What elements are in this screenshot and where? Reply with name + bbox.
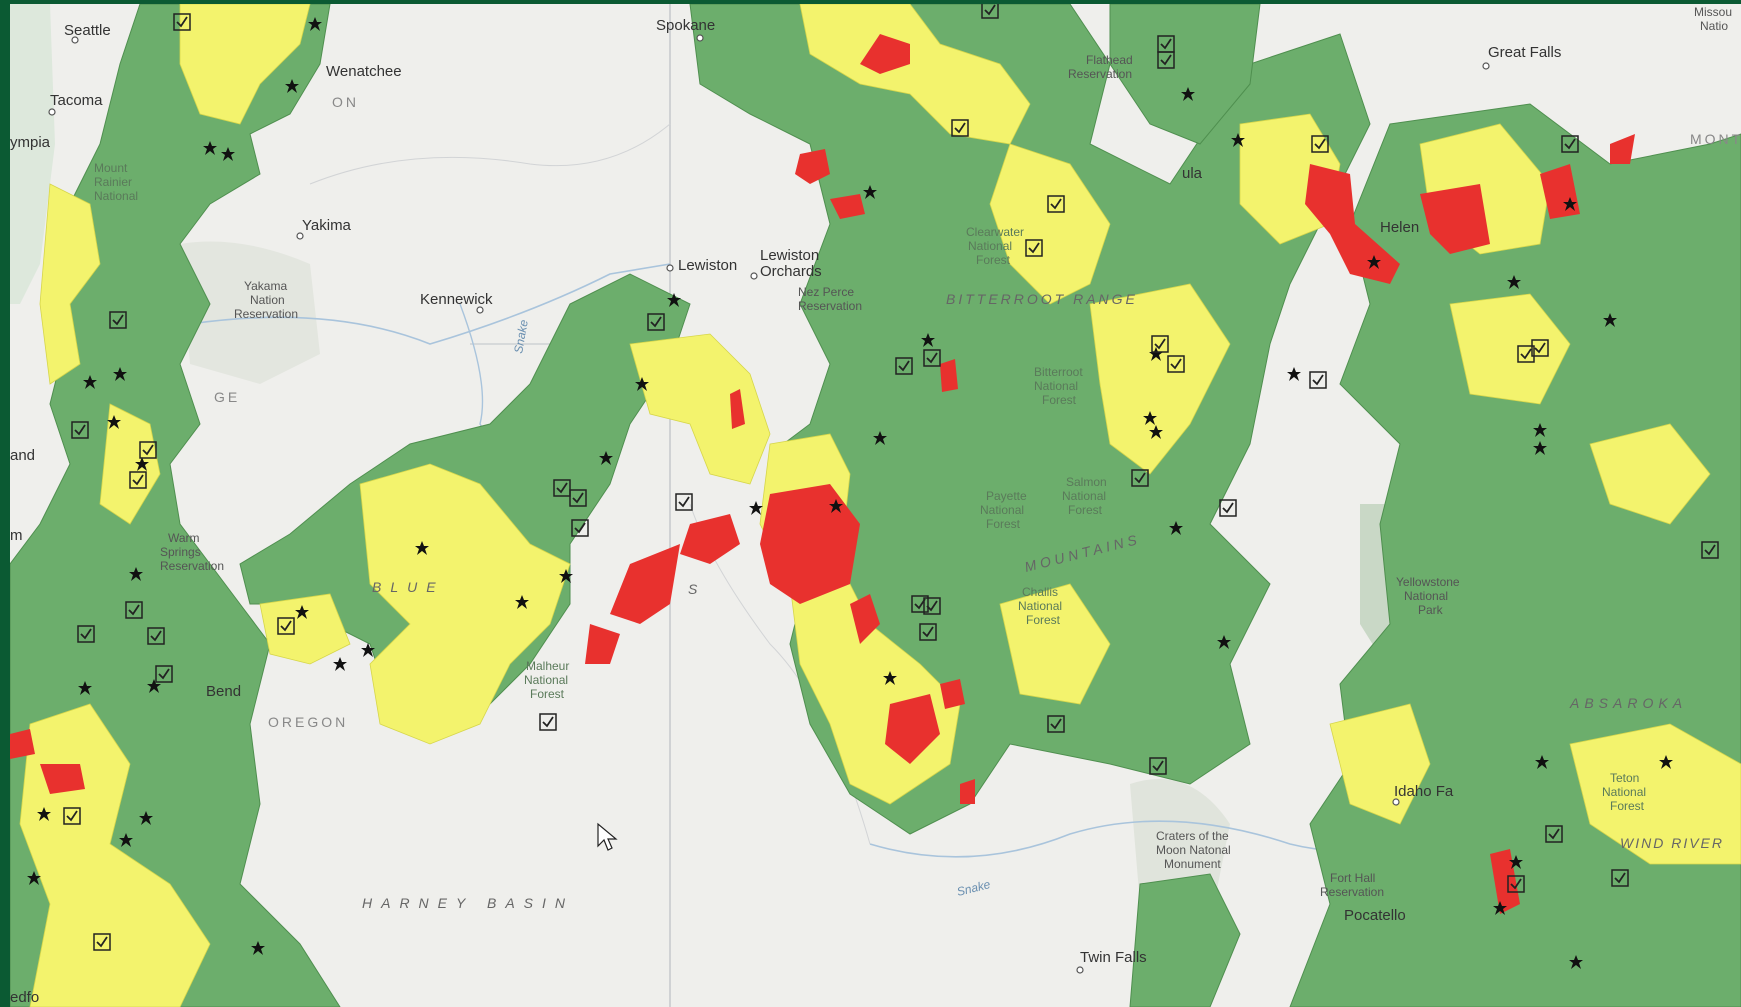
label-absaroka: ABSAROKA [1569,695,1687,711]
label-great-falls: Great Falls [1488,44,1561,61]
label-warm-springs-1: Warm [168,531,200,545]
puget-sound-lowland [10,4,55,304]
map-canvas[interactable]: Seattle Tacoma ympia Wenatchee Yakima Ke… [10,4,1741,1007]
label-payette-3: Forest [986,517,1021,531]
label-fort-hall-1: Fort Hall [1330,871,1375,885]
label-salmon-3: Forest [1068,503,1103,517]
label-challis-1: Challis [1022,585,1058,599]
label-snake-river-2: Snake [955,877,992,899]
label-malheur-3: Forest [530,687,565,701]
label-lewiston-orchards-2: Orchards [760,263,822,280]
label-craters-2: Moon Natonal [1156,843,1231,857]
label-flathead-1: Flathead [1086,53,1133,67]
label-idaho-falls: Idaho Fa [1394,783,1454,800]
label-nez-perce-1: Nez Perce [798,285,854,299]
label-portland: and [10,447,35,464]
label-warm-springs-3: Reservation [160,559,224,573]
label-rainier-2: Rainier [94,175,132,189]
label-challis-2: National [1018,599,1062,613]
label-pocatello: Pocatello [1344,907,1406,924]
label-harney-basin: HARNEY BASIN [362,895,574,911]
label-helena: Helen [1380,219,1419,236]
label-flathead-2: Reservation [1068,67,1132,81]
label-teton-3: Forest [1610,799,1645,813]
label-snake-river-1: Snake [511,318,531,354]
label-blue-s: S [688,581,706,597]
label-bitterroot-2: National [1034,379,1078,393]
label-bend: Bend [206,683,241,700]
label-kennewick: Kennewick [420,291,493,308]
label-lewiston: Lewiston [678,257,737,274]
label-malheur-1: Malheur [526,659,569,673]
road-1 [309,123,671,185]
label-teton-2: National [1602,785,1646,799]
label-missoula: ula [1182,165,1203,182]
label-craters-3: Monument [1164,857,1221,871]
label-salmon-2: National [1062,489,1106,503]
label-bitterroot-1: Bitterroot [1034,365,1083,379]
yakama-reservation-area [180,241,320,384]
label-craters-1: Craters of the [1156,829,1229,843]
label-blue-mountains: BLUE [372,579,445,595]
moderate-zones[interactable] [19,4,1741,1007]
star-marker[interactable] [333,657,347,671]
label-clearwater-1: Clearwater [966,225,1024,239]
label-nez-perce-2: Reservation [798,299,862,313]
columbia-river [189,263,671,345]
label-missoula-top-1: Missou [1694,5,1732,19]
checkbox-marker[interactable] [1309,371,1327,389]
checkbox-marker[interactable] [539,713,557,731]
star-marker[interactable] [1287,367,1301,381]
label-challis-3: Forest [1026,613,1061,627]
label-seattle: Seattle [64,22,111,39]
label-missoula-top-2: Natio [1700,19,1728,33]
label-malheur-2: National [524,673,568,687]
label-salmon-1: Salmon [1066,475,1107,489]
label-yellowstone-3: Park [1418,603,1444,617]
label-yakima: Yakima [302,217,352,234]
checkbox-marker[interactable] [675,493,693,511]
label-tacoma: Tacoma [50,92,103,109]
label-yellowstone-2: National [1404,589,1448,603]
label-bitterroot-3: Forest [1042,393,1077,407]
star-marker[interactable] [749,501,763,515]
label-montana: MONTA [1690,131,1741,147]
label-lewiston-orchards-1: Lewiston [760,247,819,264]
label-teton-1: Teton [1610,771,1639,785]
label-yakama-1: Yakama [244,279,287,293]
label-oregon: OREGON [268,714,348,730]
label-washington: ON [332,94,359,110]
label-yakama-2: Nation [250,293,285,307]
label-yakama-3: Reservation [234,307,298,321]
label-fort-hall-2: Reservation [1320,885,1384,899]
label-wenatchee: Wenatchee [326,63,402,80]
label-clearwater-2: National [968,239,1012,253]
map-view[interactable]: Seattle Tacoma ympia Wenatchee Yakima Ke… [10,4,1741,1007]
label-clearwater-3: Forest [976,253,1011,267]
label-payette-2: National [980,503,1024,517]
label-olympia: ympia [10,134,51,151]
mouse-cursor-icon [597,822,618,851]
label-bedford: edfo [10,989,39,1006]
label-twin-falls: Twin Falls [1080,949,1147,966]
label-wind-river: WIND RIVER [1620,835,1724,851]
map-labels: Seattle Tacoma ympia Wenatchee Yakima Ke… [10,5,1741,1006]
label-wa-ge: GE [214,389,240,405]
label-bitterroot-range: BITTERROOT RANGE [946,291,1138,307]
label-spokane: Spokane [656,17,715,34]
label-warm-springs-2: Springs [160,545,201,559]
high-zones[interactable] [10,34,1635,914]
label-yellowstone-1: Yellowstone [1396,575,1460,589]
label-rainier-1: Mount [94,161,128,175]
checkbox-marker[interactable] [1219,499,1237,517]
label-rainier-3: National [94,189,138,203]
city-dots [48,34,1490,974]
label-edge-m: m [10,527,23,544]
label-payette-1: Payette [986,489,1027,503]
